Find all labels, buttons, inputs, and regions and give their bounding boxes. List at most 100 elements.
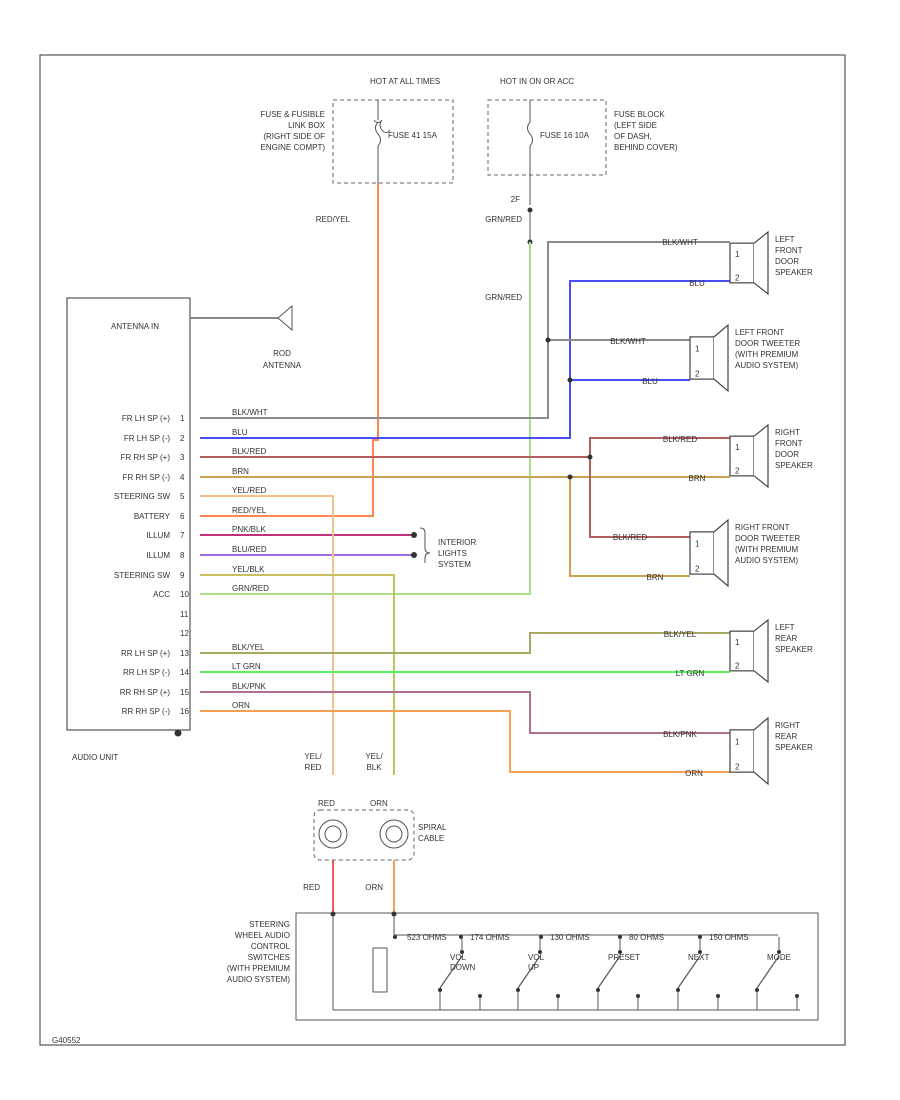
antenna-in-pin-label: ANTENNA IN [111, 322, 159, 331]
rr-wire-label-pos: BLK/PNK [663, 730, 697, 739]
splice-rf-neg [567, 474, 573, 480]
spiral-cable-left-icon [324, 825, 342, 843]
splice-lf-neg [567, 377, 573, 383]
audio-pin-number: 12 [180, 629, 189, 638]
audio-pin-number: 2 [180, 434, 185, 443]
speaker-label: RIGHT [775, 721, 800, 730]
speaker-icon [689, 531, 715, 575]
audio-pin-wire-label: PNK/BLK [232, 525, 266, 534]
speaker-pin-label: 2 [735, 466, 740, 475]
resistor-label: 150 OHMS [709, 933, 749, 942]
fuse-box-right-location-1: FUSE BLOCK [614, 110, 665, 119]
splice-rf-pos [587, 454, 593, 460]
audio-pin-wire-label: ORN [232, 701, 250, 710]
speaker-pin-label: 2 [735, 661, 740, 670]
speaker-6: 1 2 RIGHT REAR SPEAKER [729, 716, 813, 786]
rf-wire-label-pos: BLK/RED [663, 435, 697, 444]
speaker-pin-label: 1 [695, 539, 700, 548]
speaker-label: DOOR TWEETER [735, 534, 800, 543]
lf-wire-label-neg: BLU [689, 279, 705, 288]
resistor-label: 523 OHMS [407, 933, 447, 942]
diagram-frame [39, 54, 846, 1046]
speaker-label: RIGHT [775, 428, 800, 437]
audio-pin-wire-label: BLK/YEL [232, 643, 265, 652]
speaker-pin-label: 2 [735, 762, 740, 771]
audio-pin-label: FR RH SP (-) [123, 473, 171, 482]
audio-pin-wire-label: GRN/RED [232, 584, 269, 593]
rr-speaker-wire-pos [200, 691, 730, 734]
audio-pin-label: ACC [153, 590, 170, 599]
rf-speaker-wire-pos [200, 437, 730, 458]
lr-speaker-wire-pos [200, 632, 730, 654]
audio-pin-wire-label: BLU [232, 428, 248, 437]
speaker-pin-label: 1 [695, 344, 700, 353]
resistor-label: 174 OHMS [470, 933, 510, 942]
speaker-label: SPEAKER [775, 461, 813, 470]
steering-switch-label-1: STEERING [249, 920, 290, 929]
audio-pin-number: 1 [180, 414, 185, 423]
fuse-16-pin-label: 2F [511, 195, 520, 204]
speaker-label: RIGHT FRONT [735, 523, 790, 532]
rf-wire-label-neg: BRN [689, 474, 706, 483]
lr-wire-label-pos: BLK/YEL [664, 630, 697, 639]
lr-wire-label-neg: LT GRN [676, 669, 705, 678]
speaker-label: REAR [775, 732, 797, 741]
speaker-label: AUDIO SYSTEM) [735, 556, 798, 565]
speaker-label: SPEAKER [775, 645, 813, 654]
audio-pin-label: FR RH SP (+) [121, 453, 171, 462]
acc-feed-wire [200, 242, 531, 595]
spiral-cable: YEL/ RED YEL/ BLK RED ORN SPIRAL CABLE [304, 752, 447, 861]
audio-pin-label: RR RH SP (-) [122, 707, 171, 716]
ground-icon [174, 729, 182, 737]
diagram-code: G40552 [52, 1036, 81, 1045]
interior-lights-label-3: SYSTEM [438, 560, 471, 569]
audio-pin-number: 13 [180, 649, 189, 658]
speaker-label: SPEAKER [775, 743, 813, 752]
audio-pin-number: 6 [180, 512, 185, 521]
speaker-pin-label: 1 [735, 638, 740, 647]
steering-sw-wire-red [200, 495, 334, 775]
audio-pin-number: 4 [180, 473, 185, 482]
audio-pin-label: STEERING SW [114, 571, 170, 580]
audio-pin-number: 16 [180, 707, 189, 716]
audio-pin-number: 15 [180, 688, 189, 697]
speaker-pin-label: 1 [735, 737, 740, 746]
speaker-label: REAR [775, 634, 797, 643]
steering-sw-wire-black [200, 574, 395, 775]
lf-wire-label-pos: BLK/WHT [662, 238, 698, 247]
audio-pin-wire-label: LT GRN [232, 662, 261, 671]
lower-orn-wire-label: ORN [365, 883, 383, 892]
audio-pin-label: FR LH SP (+) [122, 414, 170, 423]
speaker-icon [689, 336, 715, 380]
switch-contact-icon [597, 955, 621, 989]
interior-lights-label-1: INTERIOR [438, 538, 476, 547]
rr-wire-label-neg: ORN [685, 769, 703, 778]
fuse-41-label: FUSE 41 15A [388, 131, 438, 140]
audio-pin-wire-label: BLU/RED [232, 545, 267, 554]
speaker-label: DOOR TWEETER [735, 339, 800, 348]
steering-switch-label-4: SWITCHES [248, 953, 290, 962]
acc-feed-wire-label-2: GRN/RED [485, 293, 522, 302]
steering-wheel-audio-switches: STEERING WHEEL AUDIO CONTROL SWITCHES (W… [227, 911, 819, 1021]
rr-speaker-wire-neg [200, 710, 730, 773]
fuse-box-left-location-3: (RIGHT SIDE OF [263, 132, 325, 141]
steering-switch-label-6: AUDIO SYSTEM) [227, 975, 290, 984]
fuse-box-left-location-2: LINK BOX [288, 121, 326, 130]
rft-wire-label-neg: BRN [647, 573, 664, 582]
speaker-pin-label: 1 [735, 250, 740, 259]
resistor-icon [372, 947, 388, 993]
steering-sw-wire-red-label-2: RED [305, 763, 322, 772]
resistor-label: 80 OHMS [629, 933, 664, 942]
audio-pin-label: ILLUM [146, 531, 170, 540]
speaker-label: (WITH PREMIUM [735, 350, 798, 359]
audio-pin-label: RR LH SP (-) [123, 668, 170, 677]
speaker-pin-label: 2 [695, 369, 700, 378]
